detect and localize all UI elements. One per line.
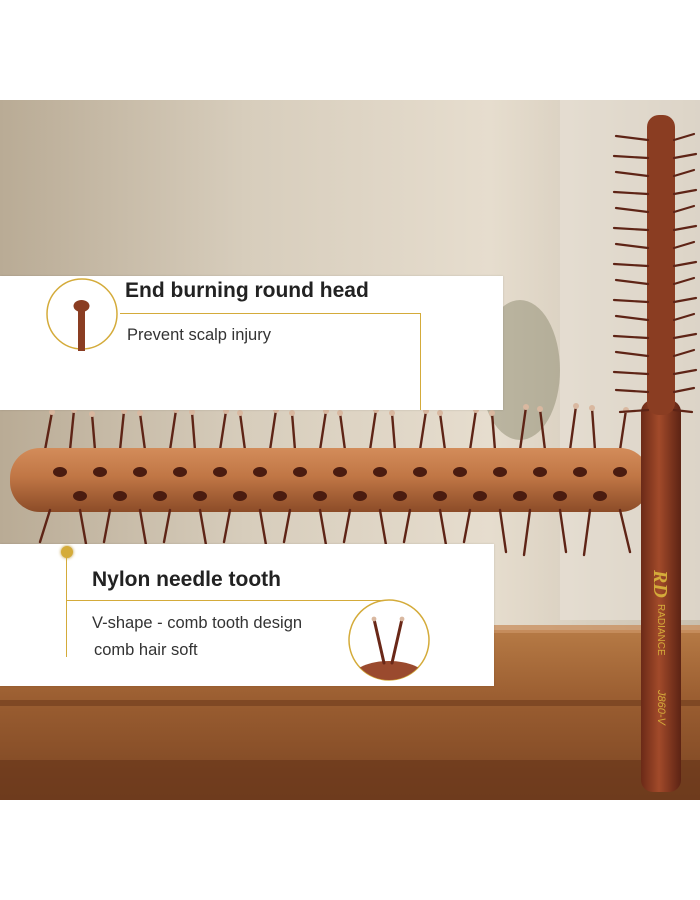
brush-closeup [10,403,650,557]
divider-line [120,313,421,314]
brand-logo: RD [649,569,671,598]
round-head-icon [46,278,118,351]
brush-barrel [10,448,650,512]
brand-name: RADIANCE [655,604,666,656]
gold-dot [61,546,73,558]
divider-line-left [66,557,67,657]
table-shadow [0,760,700,800]
feature-description-line2: comb hair soft [94,641,198,659]
feature-title: End burning round head [125,279,369,302]
brush-brand-mark: RD RADIANCE J860-V [649,569,671,727]
feature-description-line1: V-shape - comb tooth design [92,614,303,632]
brush-head [647,115,675,415]
v-shape-tooth-icon [348,599,430,681]
product-photo: RD RADIANCE J860-V [0,100,700,800]
photo-background: RD RADIANCE J860-V [0,100,700,800]
divider-line-vertical [420,313,421,410]
feature-card-nylon-tooth: Nylon needle tooth V-shape - comb tooth … [0,544,494,686]
feature-card-round-head: End burning round head Prevent scalp inj… [0,276,503,410]
feature-description: Prevent scalp injury [127,326,271,344]
brush-handle [641,400,681,792]
brush-vertical: RD RADIANCE J860-V [612,115,698,792]
table-groove [0,700,700,706]
feature-title: Nylon needle tooth [92,568,281,591]
model-number: J860-V [655,689,667,727]
divider-line [66,600,384,601]
